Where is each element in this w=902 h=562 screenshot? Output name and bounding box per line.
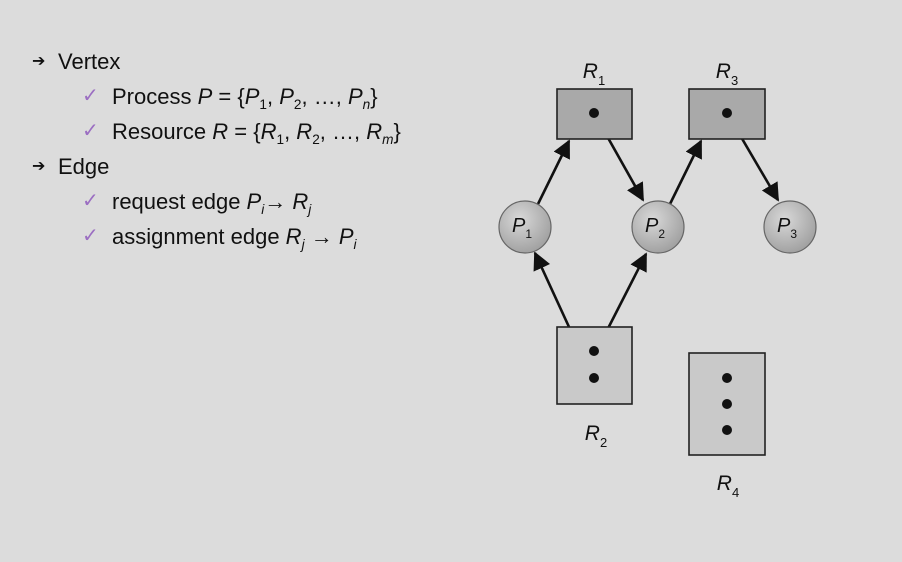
checkmark-icon: ✓: [82, 120, 99, 142]
edge-title: Edge: [58, 154, 110, 179]
edge-p2-r3-request: [668, 139, 703, 205]
checkmark-icon: ✓: [82, 190, 99, 212]
bullet-resource: ✓ Resource R = {R1, R2, …, Rm}: [30, 114, 401, 149]
resource-instance-dot: [589, 108, 599, 118]
resource-instance-dot: [589, 346, 599, 356]
process-label-p3: P3: [777, 215, 797, 241]
arrow-bullet-icon: ➔: [32, 53, 46, 70]
bullet-request-edge: ✓ request edge Pi→ Rj: [30, 184, 401, 219]
process-node-p2: [631, 200, 685, 254]
bullet-vertex: ➔ Vertex: [30, 44, 401, 79]
resource-instance-dot: [722, 399, 732, 409]
resource-label-r1: R1: [583, 60, 605, 88]
vertex-title: Vertex: [58, 49, 121, 74]
checkmark-icon: ✓: [82, 225, 99, 247]
process-label-p1: P1: [512, 215, 532, 241]
bullet-edge: ➔ Edge: [30, 149, 401, 184]
bullet-list: ➔ Vertex ✓ Process P = {P1, P2, …, Pn} ✓…: [30, 44, 401, 254]
process-label-p2: P2: [645, 215, 665, 241]
resource-instance-dot: [722, 373, 732, 383]
resource-instance-dot: [722, 108, 732, 118]
resource-instance-dot: [589, 373, 599, 383]
resource-label-r3: R3: [716, 60, 738, 88]
arrow-bullet-icon: ➔: [32, 158, 46, 175]
resource-label-r4: R4: [717, 472, 739, 500]
resource-label-r2: R2: [585, 422, 607, 450]
bullet-assignment-edge: ✓ assignment edge Rj → Pi: [30, 219, 401, 254]
resource-node-r2: [556, 326, 633, 405]
process-node-p1: [498, 200, 552, 254]
checkmark-icon: ✓: [82, 85, 99, 107]
edge-p1-r1-request: [536, 139, 571, 205]
process-node-p3: [763, 200, 817, 254]
resource-instance-dot: [722, 425, 732, 435]
bullet-process: ✓ Process P = {P1, P2, …, Pn}: [30, 79, 401, 114]
